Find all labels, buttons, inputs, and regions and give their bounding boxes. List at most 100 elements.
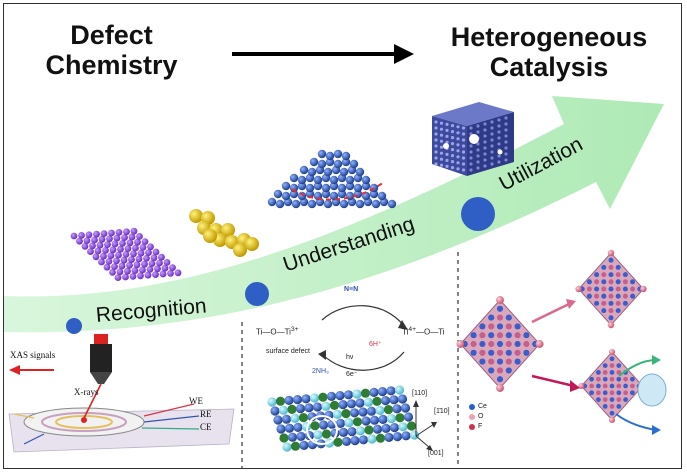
atom-sphere	[369, 415, 380, 425]
atom-sphere	[92, 253, 100, 261]
atom-sphere	[523, 349, 530, 356]
atom-sphere	[169, 264, 176, 271]
atom-sphere	[602, 404, 608, 409]
atom-sphere	[339, 199, 349, 209]
atom-sphere	[476, 166, 480, 170]
atom-sphere	[375, 433, 386, 443]
atom-sphere	[523, 332, 530, 339]
atom-sphere	[434, 126, 438, 130]
atom-sphere	[341, 409, 351, 419]
atom-sphere	[124, 245, 132, 253]
atom-sphere	[450, 166, 455, 170]
atom-sphere	[461, 150, 466, 154]
atom-sphere	[456, 137, 460, 141]
atom-sphere	[317, 149, 327, 159]
atom-sphere	[490, 138, 494, 142]
atom-sphere	[305, 183, 315, 193]
atom-sphere	[609, 404, 615, 409]
defect-highlight-ring	[306, 415, 338, 445]
atom-sphere	[456, 143, 460, 147]
atom-sphere	[586, 286, 592, 292]
atom-sphere	[70, 232, 78, 240]
atom-sphere	[496, 296, 504, 304]
atom-sphere	[305, 189, 315, 199]
axis-1bar10-label: [1̄10]	[434, 408, 450, 415]
atom-sphere	[616, 363, 622, 368]
atom-sphere	[609, 397, 615, 402]
atom-sphere	[470, 340, 477, 348]
atom-sphere	[137, 272, 144, 280]
atom-sphere	[450, 154, 455, 158]
progress-arrow	[4, 96, 664, 333]
atom-sphere	[469, 144, 473, 148]
atom-sphere	[318, 420, 329, 430]
atom-sphere	[361, 416, 371, 426]
atom-sphere	[434, 132, 438, 136]
atom-sphere	[111, 263, 118, 270]
atom-sphere	[323, 167, 333, 177]
atom-sphere	[456, 167, 460, 171]
n2-label: N≡N	[344, 286, 359, 293]
atom-sphere	[497, 130, 501, 134]
atom-sphere	[141, 260, 148, 268]
atom-sphere	[375, 405, 385, 415]
atom-sphere	[278, 405, 289, 415]
atom-sphere	[615, 308, 621, 314]
atom-sphere	[96, 241, 104, 249]
atom-sphere	[398, 422, 408, 432]
atom-sphere	[469, 162, 473, 166]
atom-sphere	[496, 340, 504, 348]
atom-sphere	[321, 189, 331, 199]
atom-sphere	[159, 270, 167, 278]
atom-sphere	[128, 233, 136, 241]
atom-sphere	[158, 253, 165, 261]
re-label: RE	[200, 409, 212, 419]
stage-dot-recognition	[66, 318, 82, 334]
atom-sphere	[313, 175, 323, 185]
atom-sphere	[297, 191, 307, 201]
crystal-slab-illustration	[267, 385, 420, 452]
atom-sphere	[299, 440, 309, 450]
atom-sphere	[461, 162, 466, 166]
atom-sphere	[364, 425, 374, 435]
reaction-cycle-illustration	[318, 305, 408, 371]
atom-sphere	[608, 257, 614, 263]
atom-sphere	[490, 126, 494, 130]
atom-sphere	[136, 233, 143, 240]
atom-sphere	[109, 269, 116, 276]
atom-sphere	[461, 168, 466, 172]
atom-sphere	[144, 271, 152, 279]
legend-o-label: O	[478, 413, 484, 420]
atom-sphere	[128, 256, 135, 263]
atom-sphere	[281, 414, 292, 424]
atom-sphere	[504, 128, 508, 132]
purple-sheet-icon	[70, 227, 182, 281]
atom-sphere	[297, 181, 307, 191]
atom-sphere	[483, 152, 487, 156]
atom-sphere	[321, 401, 331, 411]
atom-sphere	[323, 199, 333, 209]
atom-sphere	[608, 348, 616, 356]
left-title-line1: Defect	[70, 20, 153, 50]
atom-sphere	[589, 390, 594, 396]
atom-sphere	[287, 432, 298, 442]
atom-sphere	[174, 269, 182, 277]
atom-sphere	[601, 300, 607, 306]
atom-sphere	[497, 124, 501, 128]
atom-sphere	[131, 267, 139, 274]
atom-sphere	[609, 390, 615, 396]
atom-sphere	[470, 332, 477, 339]
atom-sphere	[490, 156, 494, 160]
atom-sphere	[450, 124, 455, 128]
atom-sphere	[589, 383, 594, 389]
atom-sphere	[602, 383, 608, 389]
atom-sphere	[586, 279, 592, 285]
atom-sphere	[608, 416, 616, 424]
atom-sphere	[372, 396, 382, 406]
atom-sphere	[341, 151, 351, 161]
atom-sphere	[601, 293, 607, 299]
atom-sphere	[126, 262, 133, 269]
atom-sphere	[496, 349, 504, 356]
we-label: WE	[189, 396, 203, 406]
top-arrow-icon	[232, 44, 414, 64]
